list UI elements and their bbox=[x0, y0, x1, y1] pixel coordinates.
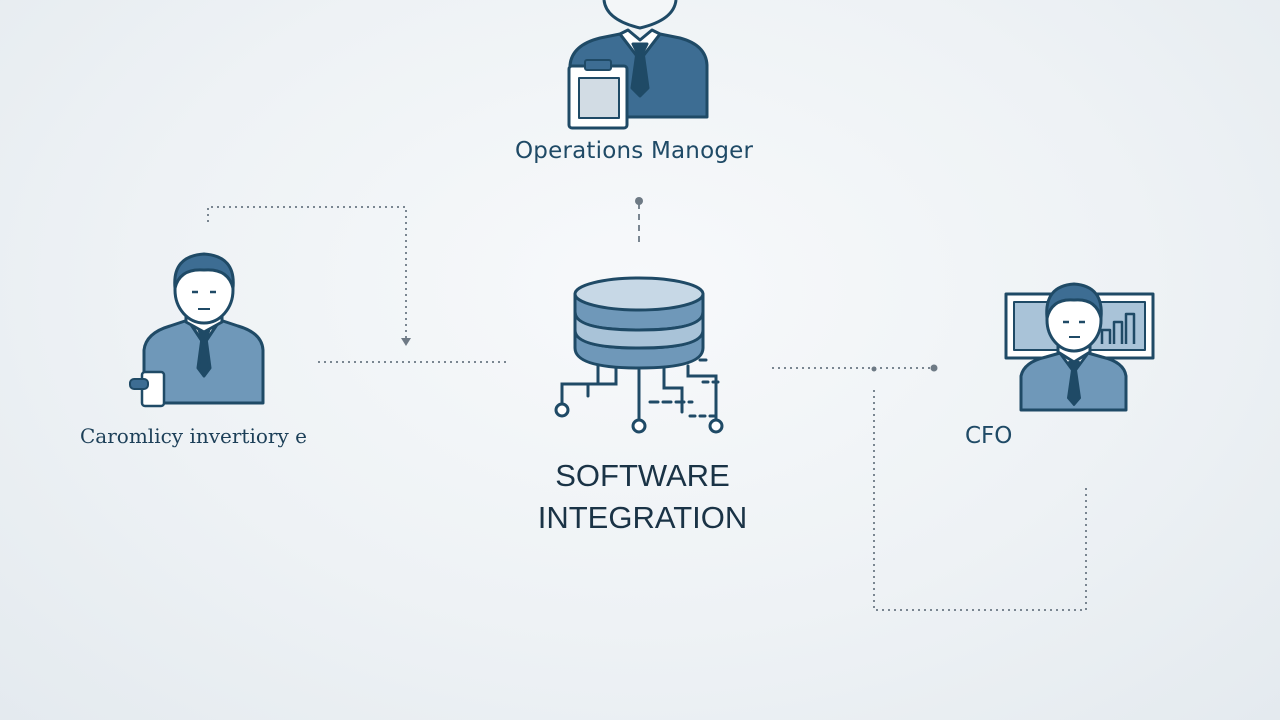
dot-right bbox=[930, 364, 938, 372]
dot-top bbox=[635, 197, 643, 205]
manager-with-clipboard-icon bbox=[567, 0, 709, 130]
connector-left-upper bbox=[207, 206, 407, 338]
center-title: SOFTWARE INTEGRATION bbox=[500, 455, 785, 539]
connectors bbox=[207, 203, 1087, 611]
dot-right-mid bbox=[871, 366, 877, 372]
role-label-operations-manager: Operations Manoger bbox=[515, 138, 754, 164]
connector-right-lower bbox=[873, 390, 1087, 611]
role-label-inventory: Caromlicy invertiory e bbox=[80, 424, 307, 448]
center-title-line-1: SOFTWARE bbox=[555, 458, 730, 493]
arrow-head-left bbox=[401, 338, 411, 346]
employee-with-phone-icon bbox=[129, 252, 265, 408]
connector-endpoints bbox=[401, 197, 938, 372]
database-cylinder-icon bbox=[573, 276, 705, 370]
center-title-line-2: INTEGRATION bbox=[537, 500, 748, 535]
executive-with-chart-board-icon bbox=[1004, 282, 1155, 412]
role-label-cfo: CFO bbox=[965, 423, 1013, 449]
circuit-connector-icon bbox=[554, 358, 724, 434]
